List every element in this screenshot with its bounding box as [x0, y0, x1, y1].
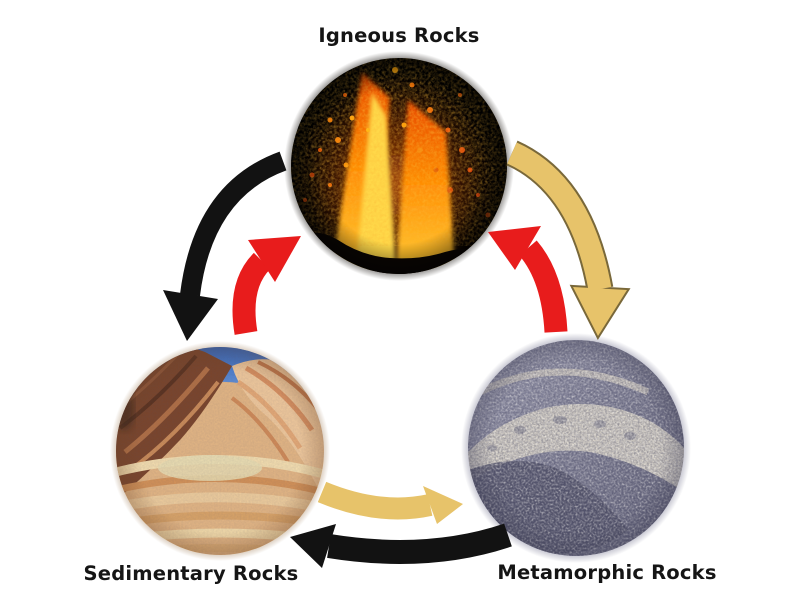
- arrow-metamorphic-to-igneous: [488, 226, 568, 333]
- metamorphic-node-image: [461, 333, 691, 563]
- igneous-label: Igneous Rocks: [318, 24, 479, 47]
- arrow-body: [180, 151, 287, 297]
- arrow-body: [232, 252, 271, 335]
- gneiss-rock-photo: [468, 340, 684, 556]
- sedimentary-node-image: [110, 341, 330, 561]
- metamorphic-label: Metamorphic Rocks: [497, 561, 716, 584]
- arrow-sedimentary-to-metamorphic: [317, 481, 463, 524]
- volcano-eruption-photo: [291, 58, 507, 274]
- arrow-igneous-to-metamorphic: [506, 140, 631, 341]
- sandstone-wave-photo: [116, 347, 324, 555]
- arrow-igneous-to-sedimentary: [163, 151, 287, 341]
- arrow-body: [519, 240, 568, 333]
- arrow-sedimentary-to-igneous: [232, 236, 301, 335]
- igneous-node-image: [284, 51, 514, 281]
- arrow-body: [317, 481, 433, 520]
- arrow-head: [423, 486, 463, 524]
- arrow-head: [488, 226, 541, 270]
- arrow-body: [327, 523, 512, 564]
- arrow-head: [163, 290, 218, 341]
- arrow-metamorphic-to-sedimentary: [290, 523, 512, 568]
- arrow-head: [573, 287, 627, 336]
- arrow-head: [290, 524, 336, 568]
- arrow-body: [506, 142, 612, 292]
- sedimentary-label: Sedimentary Rocks: [84, 562, 299, 585]
- arrow-head: [248, 236, 301, 282]
